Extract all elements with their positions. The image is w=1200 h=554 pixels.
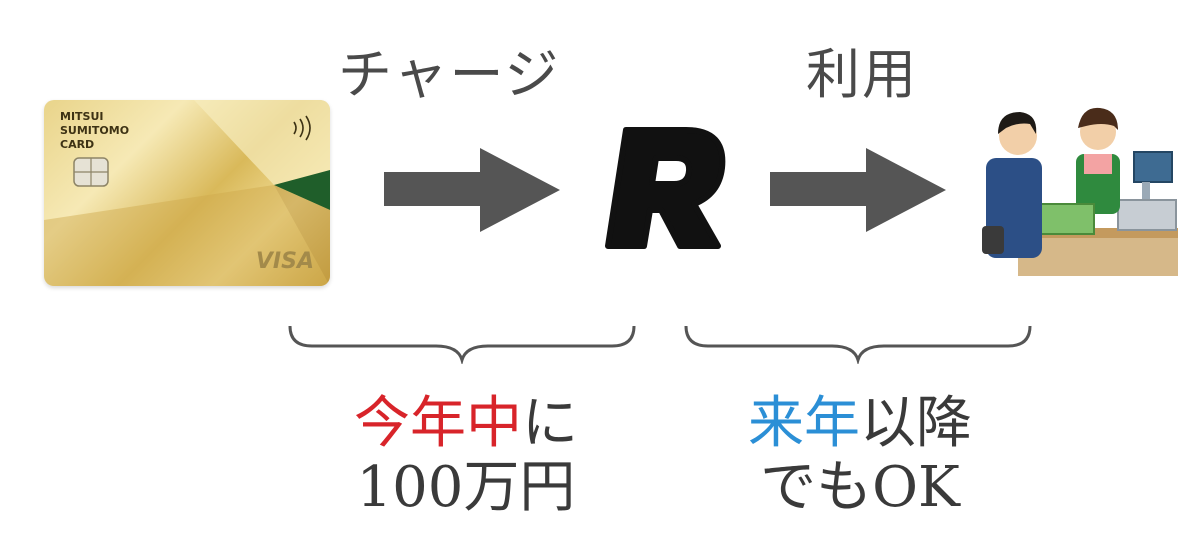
left-brace xyxy=(288,325,636,364)
shop-checkout-illustration xyxy=(982,107,1178,276)
left-caption-line1: 今年中に xyxy=(316,392,616,456)
use-label: 利用 xyxy=(806,43,918,106)
right-caption-highlight: 来年 xyxy=(748,391,860,456)
right-caption: 来年以降 でもOK xyxy=(710,392,1010,520)
left-caption-highlight: 今年中 xyxy=(354,391,522,456)
revolut-logo-icon xyxy=(605,127,726,249)
right-arrow-icon xyxy=(384,148,560,232)
left-caption: 今年中に 100万円 xyxy=(316,392,616,520)
right-caption-line1: 来年以降 xyxy=(710,392,1010,456)
charge-label: チャージ xyxy=(338,43,561,106)
card-issuer-line: SUMITOMO xyxy=(60,124,130,137)
right-caption-rest: 以降 xyxy=(860,391,972,456)
card-issuer-line: CARD xyxy=(60,138,95,151)
right-caption-line2: でもOK xyxy=(760,455,960,520)
right-brace xyxy=(684,325,1032,364)
card-facets xyxy=(44,100,330,286)
card-brand-logo: VISA xyxy=(255,249,314,274)
left-caption-line2: 100万円 xyxy=(356,455,576,520)
credit-card-image: MITSUI SUMITOMO CARD VISA xyxy=(44,100,330,286)
card-issuer-line: MITSUI xyxy=(60,110,104,123)
right-arrow-icon xyxy=(770,148,946,232)
left-caption-rest: に xyxy=(522,391,578,456)
card-issuer-text: MITSUI SUMITOMO CARD xyxy=(60,110,129,152)
